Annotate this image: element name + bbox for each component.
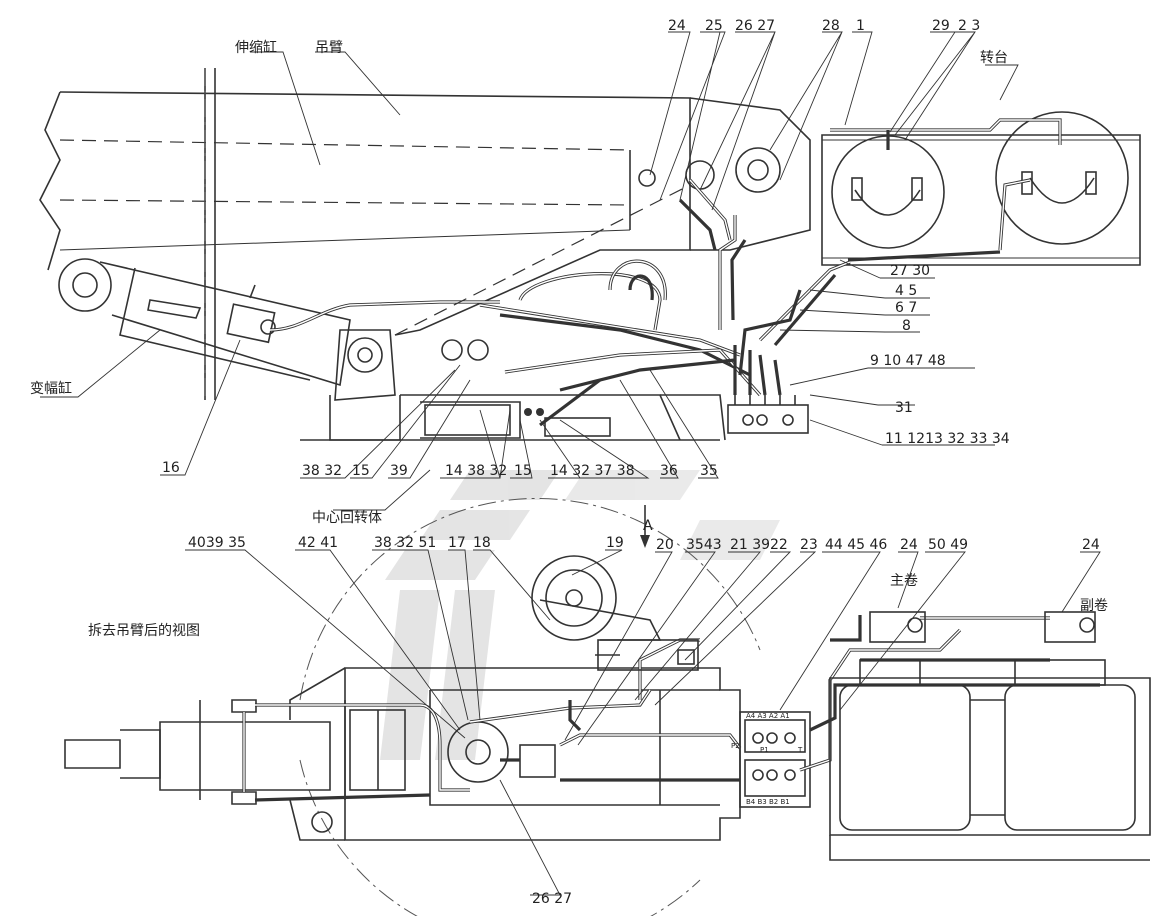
label-luffing-cylinder: 变幅缸	[30, 380, 72, 397]
callout-22: 22	[770, 537, 788, 553]
callout-25: 25	[705, 18, 723, 34]
callout-35: 35	[700, 463, 718, 479]
leader-lines	[40, 31, 1101, 896]
callout-29: 29	[932, 18, 950, 34]
callout-38-32-51: 38 32 51	[374, 535, 436, 551]
label-boom: 吊臂	[315, 40, 343, 56]
callout-40-39-35: 4039 35	[188, 535, 246, 551]
callout-21-39: 21 39	[730, 537, 770, 553]
diagram-labels: 伸缩缸 吊臂 转台 变幅缸 中心回转体 拆去吊臂后的视图 主卷 副卷 A	[30, 39, 1108, 639]
callout-42-41: 42 41	[298, 535, 338, 551]
callout-17: 17	[448, 535, 466, 551]
callout-26-27-lower: 26 27	[532, 891, 572, 907]
lower-plan-view	[64, 498, 1151, 920]
callout-6-7: 6 7	[895, 300, 917, 316]
callout-39: 39	[390, 463, 408, 479]
callout-16: 16	[162, 460, 180, 476]
label-center-swivel: 中心回转体	[312, 510, 382, 526]
callout-24-a: 24	[900, 537, 918, 553]
callout-24: 24	[668, 18, 686, 34]
upper-callouts: 24 25 26 27 28 1 29 2 3 27 30 4 5 6 7 8 …	[162, 18, 1010, 479]
label-view-arrow: A	[643, 518, 653, 534]
callout-14-38-32: 14 38 32	[445, 463, 507, 479]
callout-15-b: 15	[514, 463, 532, 479]
lower-callouts: 4039 35 42 41 38 32 51 17 18 19 20 3543 …	[188, 535, 1100, 907]
callout-23: 23	[800, 537, 818, 553]
callout-9-10-47-48: 9 10 47 48	[870, 353, 946, 369]
valve-port-p1: P1	[760, 746, 769, 754]
label-telescopic-cylinder: 伸缩缸	[235, 39, 277, 56]
label-aux-winch: 副卷	[1080, 598, 1108, 614]
callout-14-32-37-38: 14 32 37 38	[550, 463, 635, 479]
callout-2-3: 2 3	[958, 18, 980, 34]
upper-side-view	[39, 68, 1141, 548]
callout-26-27: 26 27	[735, 18, 775, 34]
callout-8: 8	[902, 318, 911, 334]
callout-4-5: 4 5	[895, 283, 917, 299]
callout-35-43: 3543	[686, 537, 722, 553]
callout-36: 36	[660, 463, 678, 479]
callout-31: 31	[895, 400, 913, 416]
valve-ports-top: A4 A3 A2 A1	[746, 712, 790, 720]
callout-15-a: 15	[352, 463, 370, 479]
label-main-winch: 主卷	[890, 573, 918, 589]
callout-11-34: 11 1213 32 33 34	[885, 431, 1010, 447]
valve-ports-bottom: B4 B3 B2 B1	[746, 798, 790, 806]
callout-28: 28	[822, 18, 840, 34]
callout-19: 19	[606, 535, 624, 551]
callout-1: 1	[856, 18, 865, 34]
callout-44-45-46: 44 45 46	[825, 537, 887, 553]
valve-port-t: T	[797, 746, 803, 754]
callout-18: 18	[473, 535, 491, 551]
callout-24-b: 24	[1082, 537, 1100, 553]
callout-27-30: 27 30	[890, 263, 930, 279]
valve-port-p2: P2	[731, 742, 740, 750]
label-view-title: 拆去吊臂后的视图	[88, 623, 200, 639]
callout-38-32-a: 38 32	[302, 463, 342, 479]
valve-port-labels: A4 A3 A2 A1 P2 P1 T B4 B3 B2 B1	[731, 712, 803, 806]
callout-50-49: 50 49	[928, 537, 968, 553]
callout-20: 20	[656, 537, 674, 553]
label-turntable: 转台	[980, 50, 1008, 66]
